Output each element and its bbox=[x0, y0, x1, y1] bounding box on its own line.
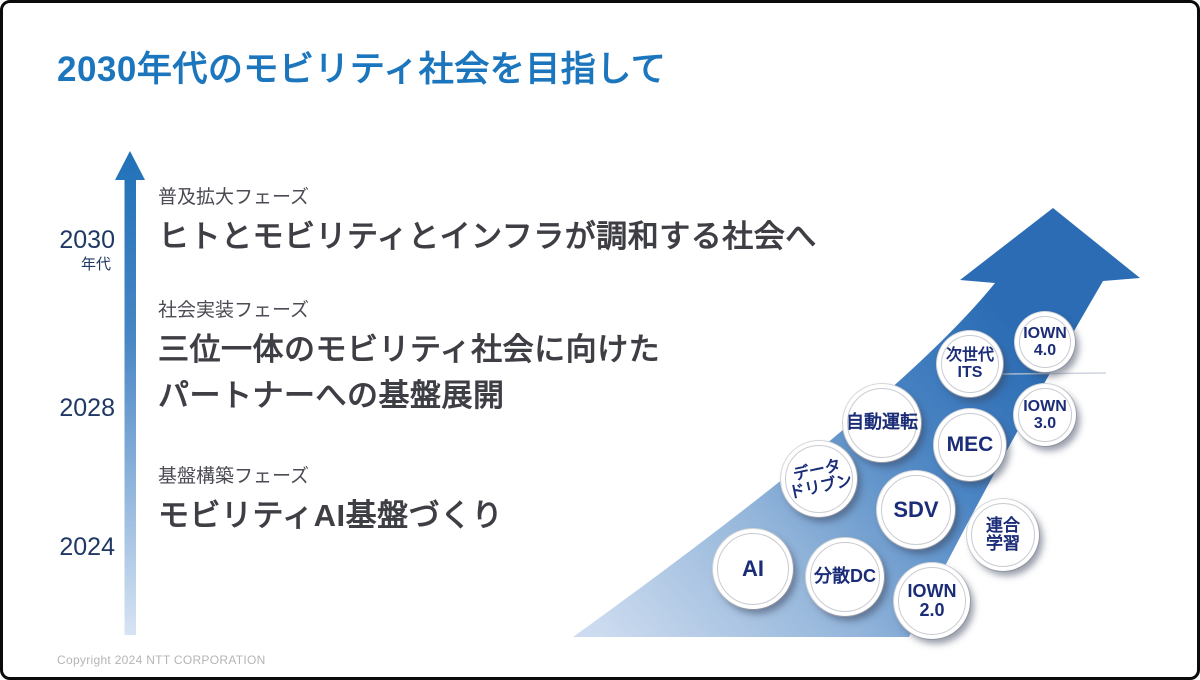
badge-label: AI bbox=[742, 557, 764, 581]
badge-label: IOWN 3.0 bbox=[1023, 398, 1067, 433]
year-value: 2028 bbox=[59, 394, 115, 422]
phase-headline: パートナーへの基盤展開 bbox=[158, 378, 505, 413]
badge-jisedai-its: 次世代 ITS bbox=[937, 331, 1003, 397]
badge-text: 分散DC bbox=[814, 566, 876, 587]
badge-text: 2.0 bbox=[919, 600, 945, 620]
badge-text: MEC bbox=[946, 432, 994, 456]
badge-bunsan-dc: 分散DC bbox=[806, 538, 884, 616]
badge-ai: AI bbox=[713, 529, 793, 609]
badge-label: データ ドリブン bbox=[784, 455, 854, 502]
page-title: 2030年代のモビリティ社会を目指して bbox=[57, 50, 667, 89]
badge-iown-3-0: IOWN 3.0 bbox=[1014, 384, 1076, 446]
badge-text: 連合 bbox=[986, 515, 1020, 535]
badge-mec: MEC bbox=[934, 409, 1006, 481]
year-value: 2030 bbox=[59, 226, 115, 254]
phase-label: 社会実装フェーズ bbox=[158, 300, 310, 321]
phase-headline: モビリティAI基盤づくり bbox=[158, 498, 504, 533]
phase-headline: 三位一体のモビリティ社会に向けた bbox=[158, 332, 661, 367]
year-label-2024: 2024 bbox=[41, 533, 115, 562]
phase-block-fukyu-kakudai: 普及拡大フェーズ ヒトとモビリティとインフラが調和する社会へ bbox=[158, 182, 817, 260]
badge-label: 次世代 ITS bbox=[946, 347, 994, 382]
badge-text: IOWN bbox=[907, 580, 957, 601]
year-label-2028: 2028 bbox=[41, 394, 115, 423]
badge-iown-2-0: IOWN 2.0 bbox=[894, 563, 970, 639]
badge-label: SDV bbox=[893, 498, 938, 522]
badge-text: 4.0 bbox=[1033, 342, 1057, 359]
phase-label: 普及拡大フェーズ bbox=[158, 187, 310, 208]
badge-text: 学習 bbox=[986, 534, 1020, 553]
phase-headline: ヒトとモビリティとインフラが調和する社会へ bbox=[158, 219, 817, 254]
divider-line bbox=[997, 372, 1107, 375]
badge-text: IOWN bbox=[1023, 324, 1067, 342]
badge-text: 3.0 bbox=[1033, 415, 1057, 432]
phase-block-shakai-jisso: 社会実装フェーズ 三位一体のモビリティ社会に向けた パートナーへの基盤展開 bbox=[158, 295, 660, 419]
year-sub-label: 年代 bbox=[80, 256, 111, 273]
copyright-text: Copyright 2024 NTT CORPORATION bbox=[57, 653, 266, 667]
badge-jido-unten: 自動運転 bbox=[843, 384, 921, 462]
badge-label: 自動運転 bbox=[846, 412, 918, 433]
badge-label: MEC bbox=[946, 432, 994, 457]
badge-rengo-gakushu: 連合 学習 bbox=[967, 499, 1039, 571]
badge-text: IOWN bbox=[1023, 397, 1067, 415]
badge-sdv: SDV bbox=[877, 471, 955, 549]
badge-label: IOWN 2.0 bbox=[907, 580, 957, 621]
badge-text: 自動運転 bbox=[846, 412, 918, 433]
year-label-2030: 2030 年代 bbox=[41, 226, 115, 274]
badge-text: SDV bbox=[893, 497, 939, 523]
badge-text: AI bbox=[742, 556, 764, 582]
phase-block-kiban-kochiku: 基盤構築フェーズ モビリティAI基盤づくり bbox=[158, 461, 503, 539]
badge-label: IOWN 4.0 bbox=[1023, 325, 1067, 360]
badge-text: ITS bbox=[957, 364, 983, 381]
badge-label: 分散DC bbox=[814, 566, 876, 587]
phase-label: 基盤構築フェーズ bbox=[158, 466, 310, 487]
timeline-arrow bbox=[115, 151, 145, 635]
badge-text: 次世代 bbox=[945, 346, 994, 364]
badge-iown-4-0: IOWN 4.0 bbox=[1015, 312, 1075, 372]
year-value: 2024 bbox=[59, 533, 115, 561]
badge-data-driven: データ ドリブン bbox=[781, 441, 857, 517]
badge-label: 連合 学習 bbox=[986, 515, 1020, 554]
